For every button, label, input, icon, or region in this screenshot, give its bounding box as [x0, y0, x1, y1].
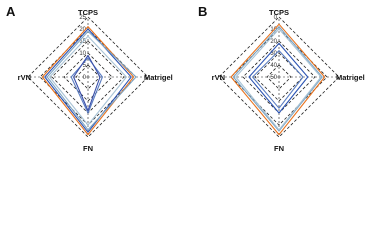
tick-label: 0 — [274, 15, 278, 21]
series-line-2 — [44, 28, 132, 133]
tick-label: 20 — [79, 27, 86, 33]
axis-label-fn: FN — [274, 144, 284, 153]
series-line-5 — [70, 57, 103, 114]
axis-label-fn: FN — [83, 144, 93, 153]
series-line-3 — [46, 30, 137, 131]
series-line-5 — [252, 50, 304, 109]
axis-label-tcps: TCPS — [78, 8, 98, 17]
grid-ring-1 — [75, 64, 101, 90]
grid-ring-2 — [63, 52, 113, 102]
tick-label: 0 — [83, 75, 87, 81]
axis-label-matrigel: Matrigel — [336, 73, 365, 82]
series-line-2 — [232, 26, 323, 132]
grid-ring-1 — [266, 64, 292, 90]
axis-label-tcps: TCPS — [269, 8, 289, 17]
tick-label: 20 — [270, 39, 277, 45]
tick-label: 50 — [270, 75, 277, 81]
series-line-1 — [230, 23, 326, 136]
series-line-4 — [49, 35, 127, 126]
series-line-6 — [73, 54, 101, 112]
panel-letter-b: B — [198, 4, 207, 19]
tick-label: 30 — [270, 51, 277, 57]
tick-label: 10 — [79, 51, 86, 57]
axis-label-rvn: rVN — [212, 73, 225, 82]
panel-letter-a: A — [6, 4, 16, 19]
tick-label: 40 — [270, 63, 277, 69]
tick-label: 5 — [83, 63, 87, 69]
grid-ring-5 — [218, 16, 340, 138]
series-line-3 — [235, 28, 322, 131]
series-line-4 — [248, 42, 309, 114]
tick-label: 25 — [79, 15, 86, 21]
grid-ring-5 — [27, 16, 149, 138]
axis-label-matrigel: Matrigel — [144, 73, 173, 82]
axis-label-rvn: rVN — [18, 73, 31, 82]
